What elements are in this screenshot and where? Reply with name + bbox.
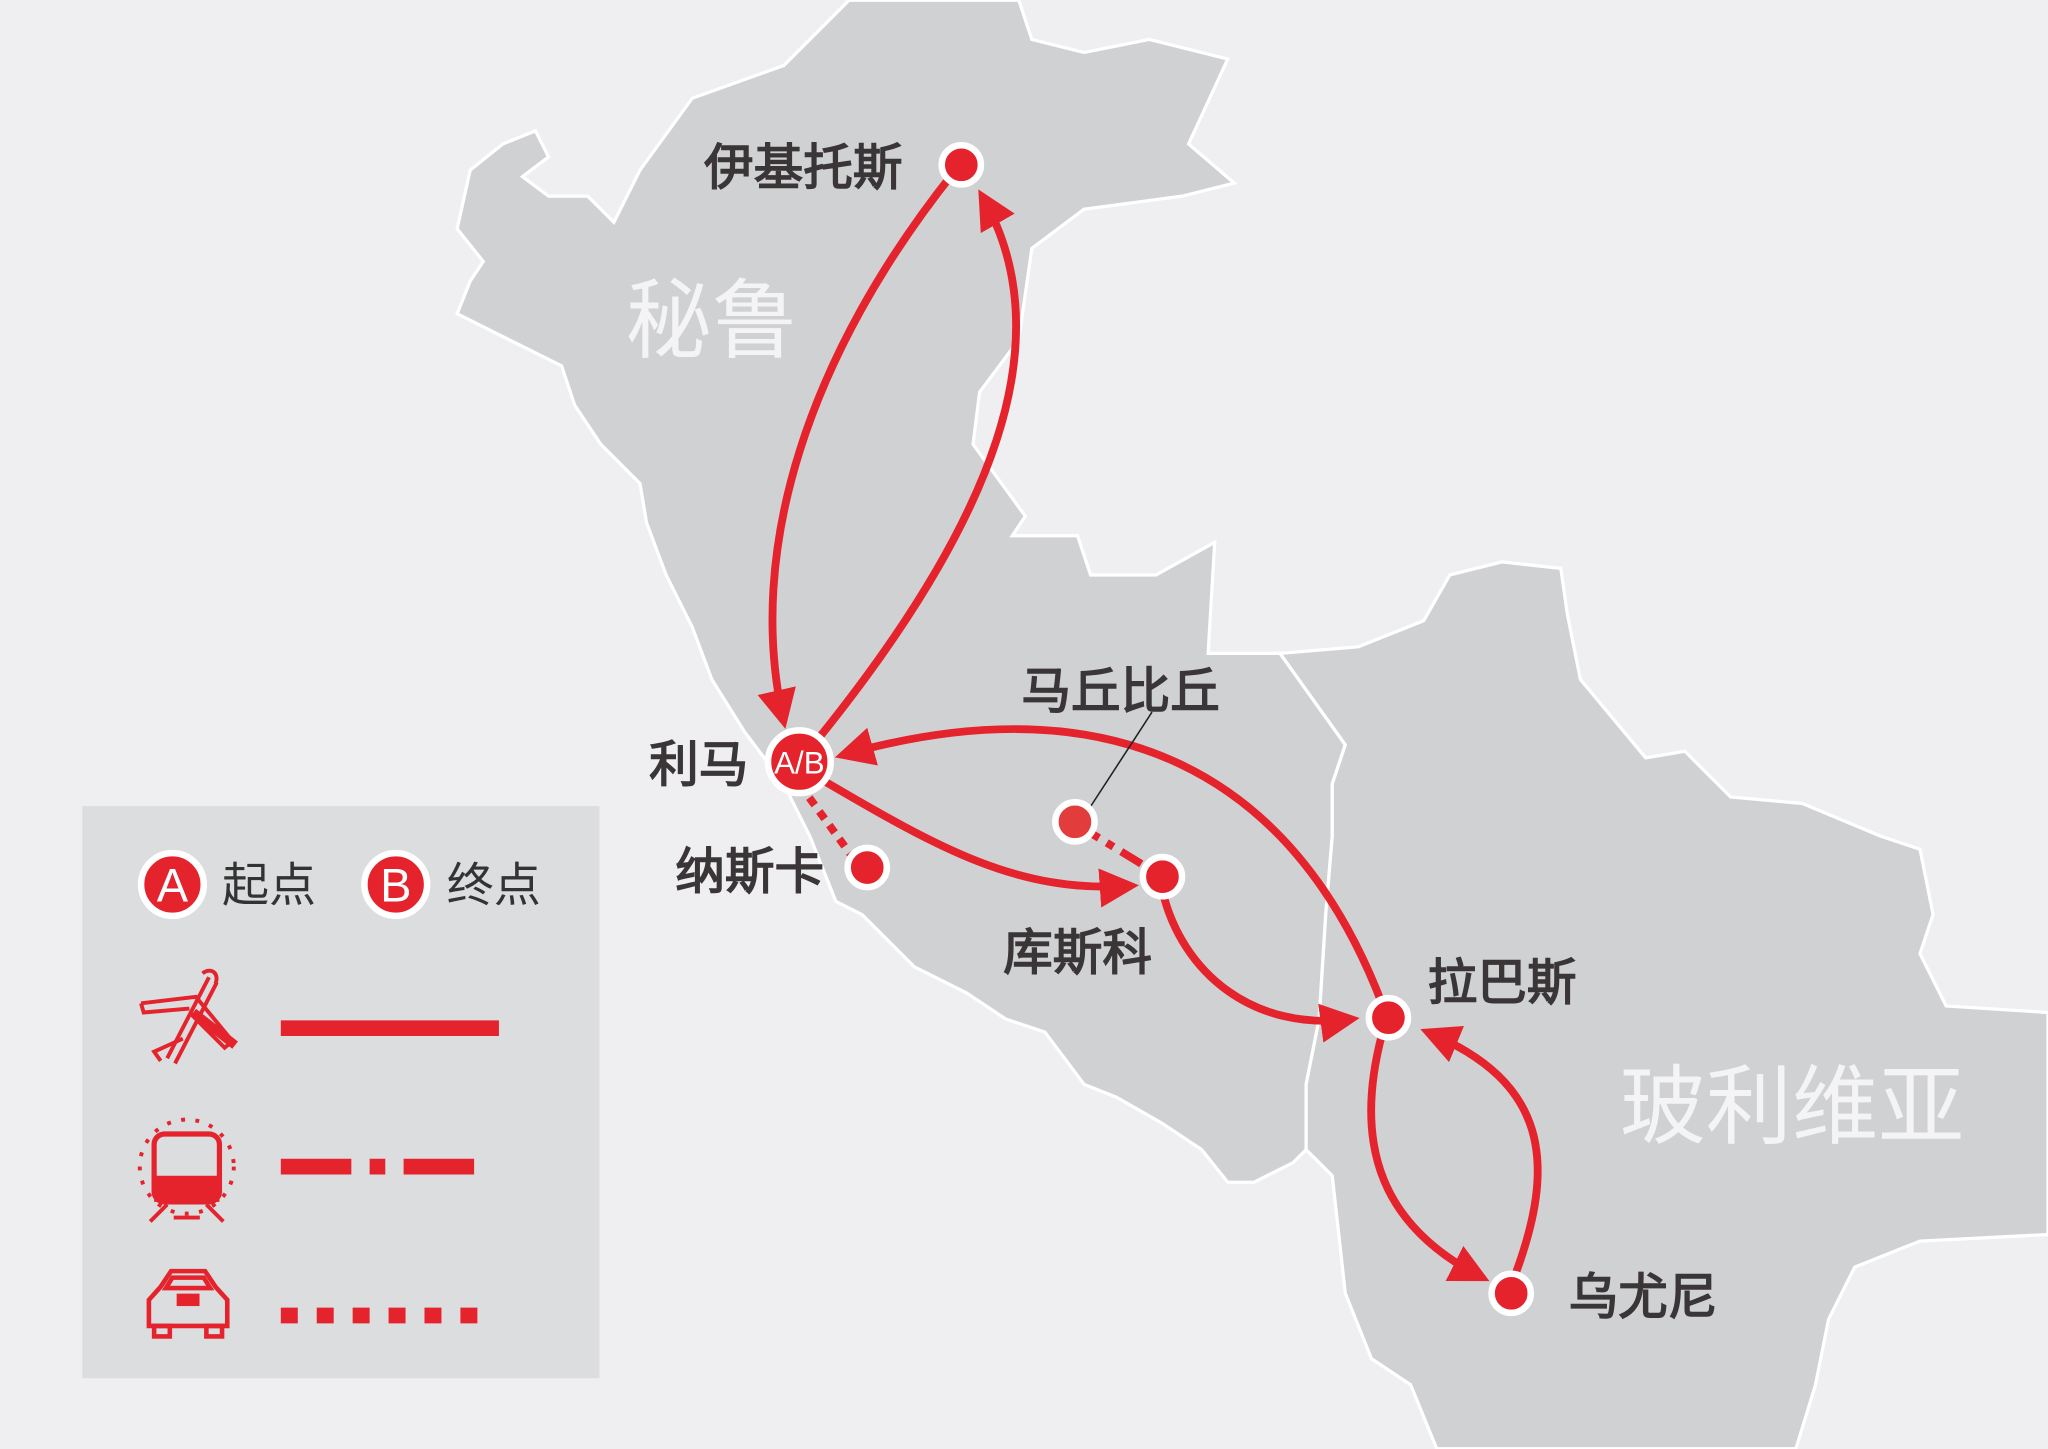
city-label: 拉巴斯 (1428, 953, 1577, 1011)
city-label: 马丘比丘 (1021, 662, 1220, 720)
city-dot (1488, 1270, 1535, 1317)
car-icon (146, 1268, 230, 1339)
car-route-lima-nazca (796, 781, 855, 859)
city-label: 利马 (649, 735, 748, 793)
flight-route-lapaz-uyuni (1367, 1033, 1490, 1282)
city-uyuni[interactable]: 乌尤尼 (1488, 1268, 1718, 1326)
city-dot (938, 141, 985, 188)
city-la-paz[interactable]: 拉巴斯 (1365, 953, 1577, 1041)
city-machu-picchu[interactable]: 马丘比丘 (1021, 662, 1220, 845)
city-dot (1139, 853, 1186, 900)
city-iquitos[interactable]: 伊基托斯 (703, 138, 985, 196)
airplane-icon (139, 968, 238, 1065)
flight-route-lima-iquitos (814, 189, 1021, 742)
start-end-marker-label: A/B (774, 745, 825, 780)
city-lima[interactable]: A/B 利马 (649, 727, 834, 797)
city-dot (1365, 994, 1412, 1041)
flight-route-uyuni-lapaz (1420, 1025, 1542, 1277)
flight-route-lapaz-lima (834, 725, 1386, 1005)
legend: A 起点 B 终点 (82, 806, 600, 1379)
start-end-marker (764, 727, 834, 797)
end-marker-icon (361, 849, 431, 920)
end-label: 终点 (447, 858, 541, 913)
city-label: 库斯科 (1003, 923, 1152, 981)
flight-route-iquitos-lima (757, 170, 957, 729)
city-dot (1052, 798, 1098, 845)
country-label-peru: 秘鲁 (626, 271, 798, 371)
city-cusco[interactable]: 库斯科 (1003, 853, 1186, 981)
start-marker-letter: A (157, 858, 189, 911)
city-label: 伊基托斯 (703, 138, 903, 196)
flight-route-lima-cusco (818, 775, 1139, 908)
train-icon (137, 1117, 236, 1223)
start-marker-icon (137, 849, 208, 920)
end-marker-letter: B (380, 858, 411, 911)
flight-route-cusco-lapaz (1158, 890, 1360, 1043)
city-label: 乌尤尼 (1569, 1268, 1718, 1326)
leader-line (1080, 711, 1153, 821)
city-label: 纳斯卡 (675, 842, 824, 900)
city-dot (844, 844, 891, 891)
country-label-bolivia: 玻利维亚 (1620, 1058, 1965, 1158)
start-label: 起点 (222, 858, 316, 913)
city-nazca[interactable]: 纳斯卡 (675, 842, 891, 900)
